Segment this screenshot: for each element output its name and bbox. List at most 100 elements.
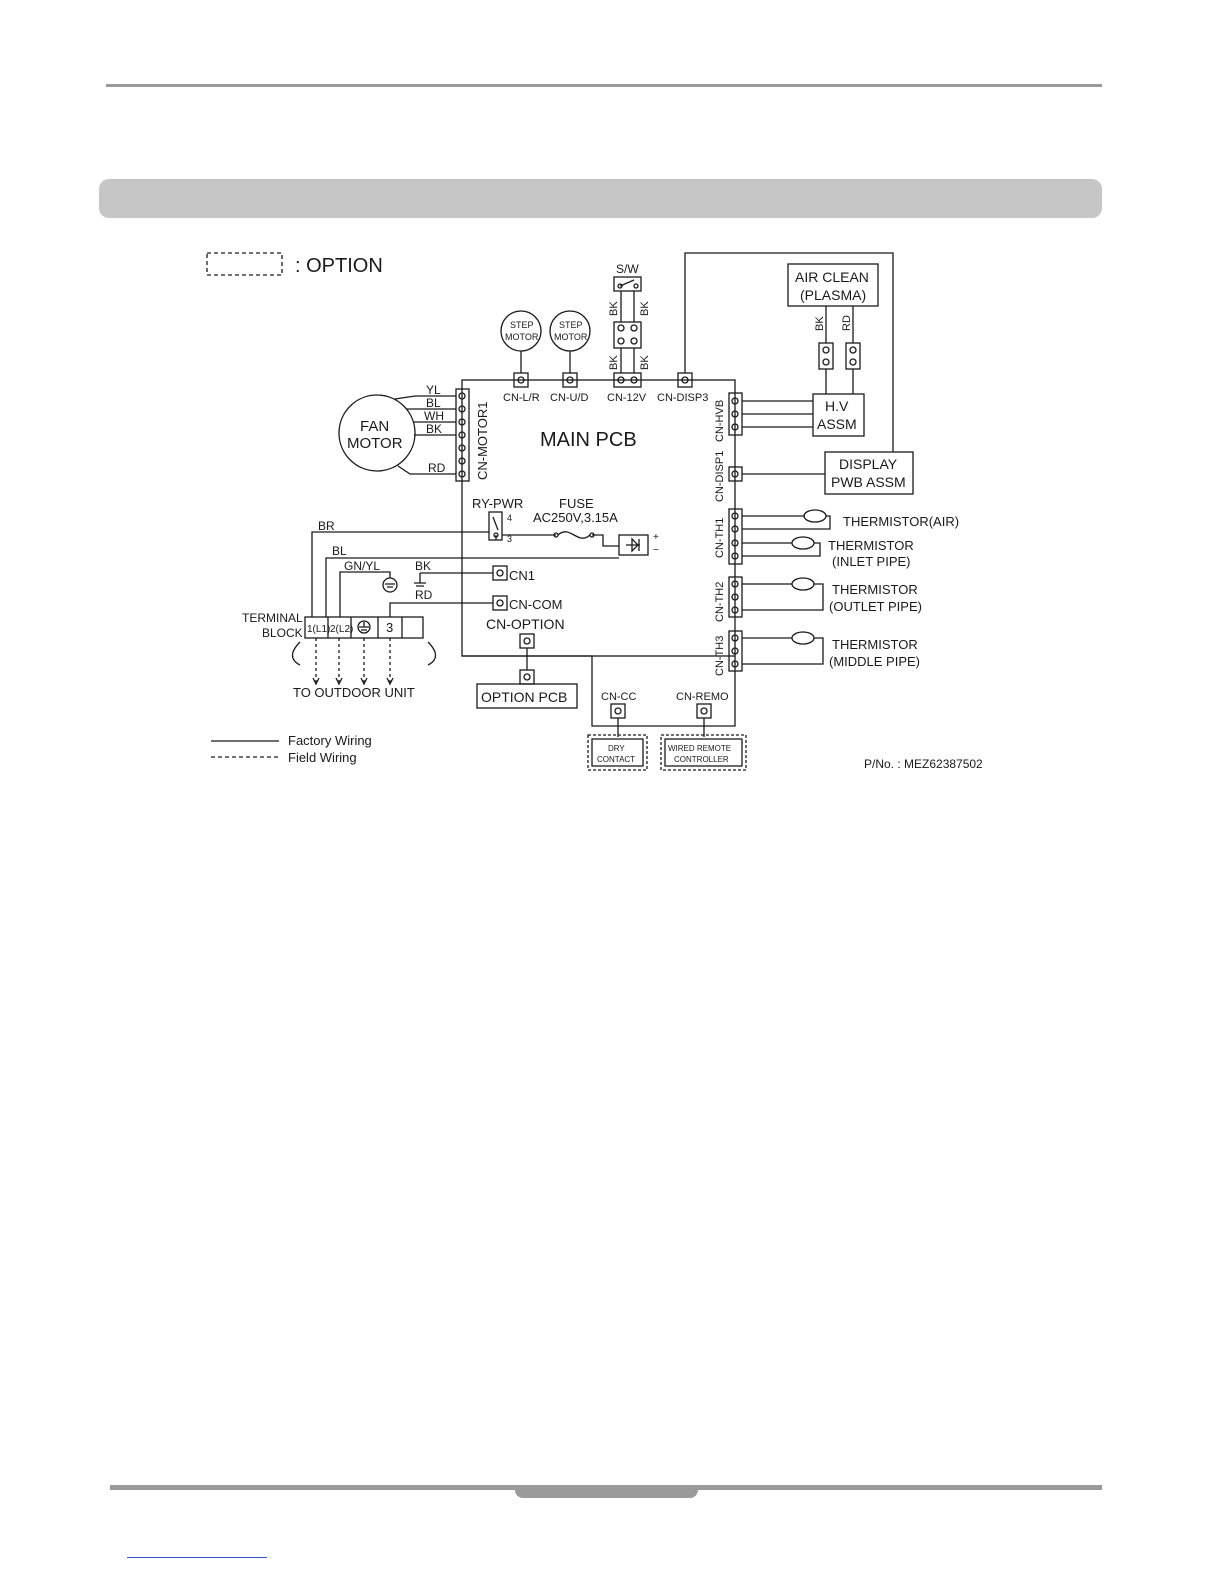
fan-motor	[338, 394, 416, 472]
dry-contact-box-outer	[587, 734, 648, 771]
main-pcb-board	[461, 379, 736, 657]
wire-bk: BK	[426, 422, 442, 436]
cn-th2-connector	[728, 576, 743, 618]
cn-12v-connector	[613, 372, 642, 388]
wire-bl-label: BL	[332, 544, 347, 558]
thermistor-outlet	[791, 577, 815, 591]
terminal-l1: 1(L1)	[307, 624, 330, 635]
wire-br-line	[311, 531, 489, 617]
cn-hvb-label: CN-HVB	[714, 400, 726, 442]
thermistor-middle	[791, 631, 815, 645]
pcb-lower-outline	[462, 655, 736, 727]
thermistor-outlet-label: THERMISTOR	[832, 582, 918, 597]
thermistor-outlet-label-2: (OUTLET PIPE)	[829, 599, 922, 614]
sw-wire-bk-2: BK	[639, 301, 651, 316]
relay-pin-3: 3	[507, 534, 512, 544]
cn-th1-label: CN-TH1	[714, 518, 726, 558]
rectifier-minus: −	[653, 545, 659, 556]
step-motor-ud	[549, 310, 591, 352]
wired-remote-box	[664, 738, 743, 767]
fuse-symbol	[557, 531, 591, 539]
rectifier-plus: +	[653, 532, 659, 543]
to-outdoor-label: TO OUTDOOR UNIT	[293, 685, 415, 700]
air-clean-wire-bk: BK	[814, 316, 826, 331]
ry-pwr-label: RY-PWR	[472, 496, 523, 511]
footer-tab	[515, 1485, 698, 1498]
fan-motor-label: FAN	[360, 418, 389, 435]
terminal-block-label-2: BLOCK	[262, 626, 303, 640]
wire-gnyl-label: GN/YL	[344, 559, 380, 573]
option-pcb-connector	[519, 669, 535, 685]
wire-bl-line	[325, 557, 619, 617]
factory-wiring-label: Factory Wiring	[288, 733, 372, 748]
step-motor-ud-label-2: MOTOR	[554, 332, 588, 342]
cn-cc-connector	[610, 703, 626, 719]
display-pwb-box	[824, 451, 914, 495]
fuse-rating: AC250V,3.15A	[533, 510, 618, 525]
field-wiring-label: Field Wiring	[288, 750, 357, 765]
section-title-bar	[99, 179, 1102, 218]
thermistor-inlet-label-2: (INLET PIPE)	[832, 554, 911, 569]
dry-contact-label: DRY	[608, 744, 625, 753]
header-rule	[106, 84, 1102, 87]
wire-br-label: BR	[318, 519, 335, 533]
cn-th2-label: CN-TH2	[714, 582, 726, 622]
step-motor-ud-label: STEP	[559, 320, 583, 330]
cn-com-rd-label: RD	[415, 588, 433, 602]
cn-remo-label: CN-REMO	[676, 691, 729, 703]
hv-assm-box	[812, 393, 865, 437]
cn-remo-connector	[696, 703, 712, 719]
terminal-3: 3	[386, 620, 393, 635]
step-motor-lr-label-2: MOTOR	[505, 332, 539, 342]
wired-remote-label-2: CONTROLLER	[674, 755, 729, 764]
dry-contact-label-2: CONTACT	[597, 755, 635, 764]
step-motor-lr	[500, 310, 542, 352]
main-pcb-label: MAIN PCB	[540, 429, 637, 451]
rectifier	[618, 534, 649, 556]
sw-wire-bk-1: BK	[608, 301, 620, 316]
hv-assm-label: H.V	[825, 398, 849, 414]
cn-motor1-pins	[458, 392, 466, 478]
cn1-label: CN1	[509, 568, 535, 583]
cn-com-connector	[492, 595, 508, 611]
cn-disp3-label: CN-DISP3	[657, 392, 708, 404]
terminal-ground-icon	[357, 620, 371, 634]
thermistor-air	[803, 509, 827, 523]
disp3-wire	[684, 252, 894, 452]
cn-com-label: CN-COM	[509, 597, 562, 612]
fan-motor-wires	[394, 395, 456, 475]
terminal-block-label: TERMINAL	[242, 611, 303, 625]
cn-option-connector	[519, 633, 535, 649]
dry-contact-box	[591, 738, 644, 767]
cn-12v-label: CN-12V	[607, 392, 647, 404]
ground-symbol	[382, 577, 398, 593]
cn-th1-connector	[728, 508, 743, 565]
cn-ud-connector	[562, 372, 578, 388]
sw-label: S/W	[616, 262, 639, 276]
cn-th3-connector	[728, 630, 743, 672]
thermistor-air-label: THERMISTOR(AIR)	[843, 514, 959, 529]
cn-option-label: CN-OPTION	[486, 616, 565, 632]
footer-link-underline	[127, 1557, 267, 1558]
hv-assm-label-2: ASSM	[817, 416, 857, 432]
thermistor-middle-label: THERMISTOR	[832, 637, 918, 652]
wired-remote-label: WIRED REMOTE	[668, 744, 731, 753]
cn1-bk-label: BK	[415, 559, 431, 573]
sw-wire-bk-3: BK	[608, 355, 620, 370]
wire-bl: BL	[426, 396, 441, 410]
option-legend-label: : OPTION	[295, 255, 383, 277]
air-clean-wire-rd: RD	[841, 315, 853, 331]
display-pwb-label-2: PWB ASSM	[831, 474, 906, 490]
cn-th3-label: CN-TH3	[714, 636, 726, 676]
option-pcb-box	[476, 683, 578, 709]
cn-lr-label: CN-L/R	[503, 392, 540, 404]
sw-inline-connector	[613, 321, 642, 349]
air-clean-box	[787, 263, 879, 307]
wired-remote-box-outer	[660, 734, 747, 771]
option-pcb-label: OPTION PCB	[481, 689, 567, 705]
thermistor-inlet	[791, 536, 815, 550]
cn-lr-connector	[513, 372, 529, 388]
fan-motor-label-2: MOTOR	[347, 435, 403, 452]
wire-yl: YL	[426, 383, 441, 397]
